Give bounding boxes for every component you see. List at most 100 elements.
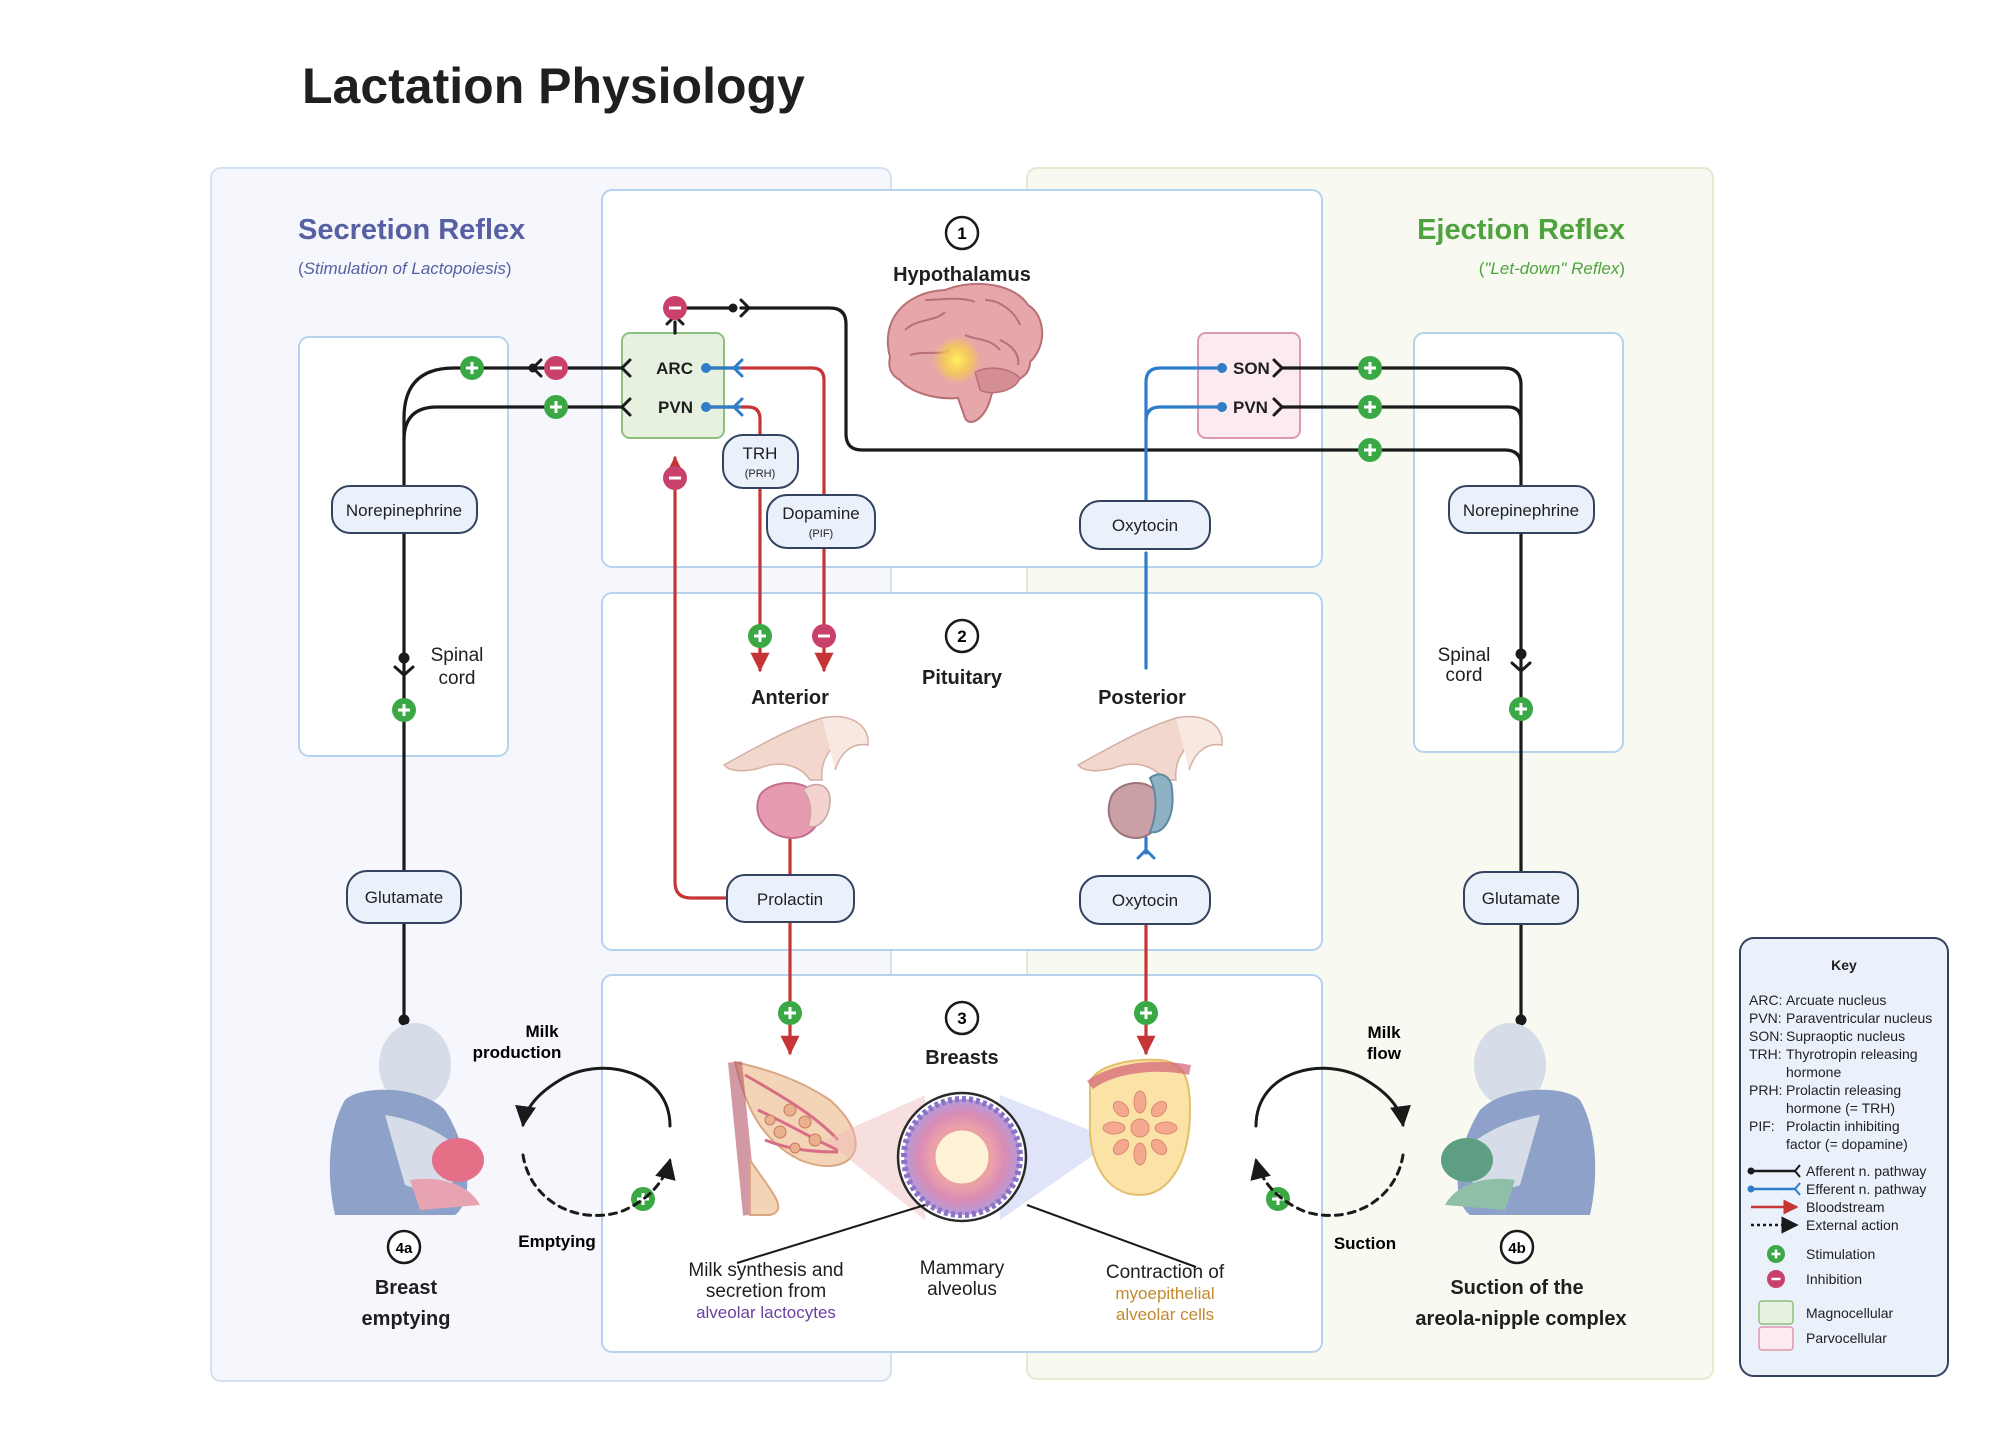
synthesis-pointer — [736, 1204, 926, 1264]
key-bloodstream-label: Bloodstream — [1806, 1199, 1885, 1215]
breasts-label: Breasts — [925, 1047, 998, 1069]
mother-breastfeeding-left — [329, 1023, 484, 1215]
key-legend: Key ARC: Arcuate nucleus PVN: Paraventri… — [1739, 937, 1949, 1377]
step-badge-2: 2 — [944, 618, 980, 654]
synthesis-caption-line3: alveolar lactocytes — [696, 1303, 836, 1322]
son-label: SON — [1233, 359, 1270, 378]
key-afferent-label: Afferent n. pathway — [1806, 1163, 1926, 1179]
oxytocin-hypothalamus-pill: Oxytocin — [1079, 500, 1211, 550]
magnocellular-nucleus-box — [621, 332, 725, 439]
svg-text:Thyrotropin releasing: Thyrotropin releasing — [1786, 1046, 1918, 1062]
svg-text:hormone: hormone — [1786, 1064, 1841, 1080]
pvn-left-label: PVN — [658, 398, 693, 417]
inhibition-symbols — [544, 296, 836, 648]
posterior-pituitary-illustration — [1076, 715, 1223, 840]
contraction-caption-line2: myoepithelial — [1115, 1284, 1214, 1303]
svg-text:3: 3 — [957, 1009, 966, 1028]
breast-emptying-line1: Breast — [375, 1277, 438, 1299]
arc-efferent-dot — [701, 363, 711, 373]
svg-text:Glutamate: Glutamate — [365, 888, 443, 907]
contraction-pointer — [1026, 1204, 1197, 1268]
svg-text:(PRH): (PRH) — [745, 468, 776, 480]
mammary-alveolus-illustration — [896, 1091, 1028, 1223]
arc-label: ARC — [656, 359, 693, 378]
breast-emptying-line2: emptying — [362, 1308, 451, 1330]
prolactin-feedback — [665, 456, 729, 900]
svg-text:Norepinephrine: Norepinephrine — [346, 501, 462, 520]
step-badge-1: 1 — [944, 215, 980, 251]
prolactin-pill: Prolactin — [726, 874, 855, 923]
norepinephrine-left-pill: Norepinephrine — [331, 485, 478, 534]
ejection-reflex-heading: Ejection Reflex — [1417, 214, 1625, 246]
key-title: Key — [1831, 957, 1857, 973]
lactating-breast-cross-section — [728, 1060, 857, 1216]
secretion-reflex-subtitle: (Stimulation of Lactopoiesis) — [298, 259, 512, 278]
glutamate-left-pill: Glutamate — [346, 870, 462, 924]
key-magnocellular-label: Magnocellular — [1806, 1305, 1893, 1321]
son-efferent — [1144, 366, 1224, 504]
svg-text:factor (= dopamine): factor (= dopamine) — [1786, 1136, 1908, 1152]
magnified-connector-left — [825, 1095, 925, 1220]
suction-arrow — [1250, 1153, 1405, 1217]
spinal-cord-right-line1: Spinal — [1438, 645, 1491, 666]
spinal-cord-right-line2: cord — [1446, 665, 1483, 686]
anterior-pituitary-illustration — [722, 715, 869, 840]
contraction-caption-line3: alveolar cells — [1116, 1305, 1214, 1324]
anterior-pituitary-label: Anterior — [751, 687, 829, 709]
svg-text:hormone (= TRH): hormone (= TRH) — [1786, 1100, 1895, 1116]
son-efferent-dot — [1217, 363, 1227, 373]
svg-text:Oxytocin: Oxytocin — [1112, 891, 1178, 910]
right-afferent-to-son — [1280, 366, 1523, 1022]
brain-illustration — [886, 282, 1044, 423]
trh-pill: TRH (PRH) — [722, 434, 799, 489]
pvn-efferent-dot — [701, 402, 711, 412]
secretion-reflex-heading: Secretion Reflex — [298, 214, 525, 246]
spinal-cord-left-line1: Spinal — [431, 645, 484, 666]
left-afferent-to-arc — [402, 366, 624, 1022]
svg-text:(PIF): (PIF) — [809, 528, 833, 540]
svg-text:TRH:: TRH: — [1749, 1046, 1782, 1062]
pvn-fork — [731, 397, 744, 417]
right-afferent-to-pvn — [1280, 405, 1523, 422]
svg-text:TRH: TRH — [743, 444, 778, 463]
contraction-caption-line1: Contraction of — [1106, 1262, 1225, 1283]
arc-fork — [731, 358, 744, 378]
pituitary-box — [601, 592, 1323, 951]
synthesis-caption-line2: secretion from — [706, 1281, 826, 1302]
dopamine-blood-line — [706, 366, 826, 502]
parvocellular-nucleus-box — [1197, 332, 1301, 439]
svg-text:SON:: SON: — [1749, 1028, 1783, 1044]
emptying-arrow — [521, 1153, 676, 1217]
spinal-cord-left-line2: cord — [439, 668, 476, 689]
right-spinal-box — [1413, 332, 1624, 753]
posterior-pituitary-label: Posterior — [1098, 687, 1186, 709]
magnified-connector-right — [1000, 1095, 1115, 1220]
alveolus-caption-line1: Mammary — [920, 1258, 1005, 1279]
key-stimulation-label: Stimulation — [1806, 1246, 1875, 1262]
svg-text:Prolactin inhibiting: Prolactin inhibiting — [1786, 1118, 1900, 1134]
ejection-reflex-subtitle: ("Let-down" Reflex) — [1479, 259, 1625, 278]
suction-areola-line2: areola-nipple complex — [1415, 1308, 1626, 1330]
pituitary-label: Pituitary — [922, 667, 1003, 689]
mother-breastfeeding-right — [1441, 1023, 1596, 1215]
suction-label: Suction — [1334, 1234, 1396, 1253]
step-badge-4a: 4a — [386, 1229, 422, 1265]
glutamate-right-pill: Glutamate — [1463, 871, 1579, 925]
step-badge-4b: 4b — [1499, 1229, 1535, 1265]
svg-text:PIF:: PIF: — [1749, 1118, 1775, 1134]
svg-text:Norepinephrine: Norepinephrine — [1463, 501, 1579, 520]
milk-flow-line1: Milk — [1367, 1023, 1401, 1042]
milk-production-arrow — [515, 1066, 672, 1128]
key-parvocellular-label: Parvocellular — [1806, 1330, 1887, 1346]
posterior-fork — [1136, 847, 1156, 860]
milk-production-line2: production — [473, 1043, 562, 1062]
contracting-breast-illustration — [1087, 1058, 1192, 1197]
alveolus-caption-line2: alveolus — [927, 1279, 997, 1300]
svg-text:PRH:: PRH: — [1749, 1082, 1782, 1098]
trh-blood-line — [706, 405, 762, 442]
afferent-to-arc-inhibition — [739, 306, 1523, 468]
svg-text:Prolactin: Prolactin — [757, 890, 823, 909]
emptying-label: Emptying — [518, 1232, 595, 1251]
suction-areola-line1: Suction of the — [1450, 1277, 1583, 1299]
key-abbreviations: ARC: Arcuate nucleus PVN: Paraventricula… — [1749, 992, 1932, 1152]
